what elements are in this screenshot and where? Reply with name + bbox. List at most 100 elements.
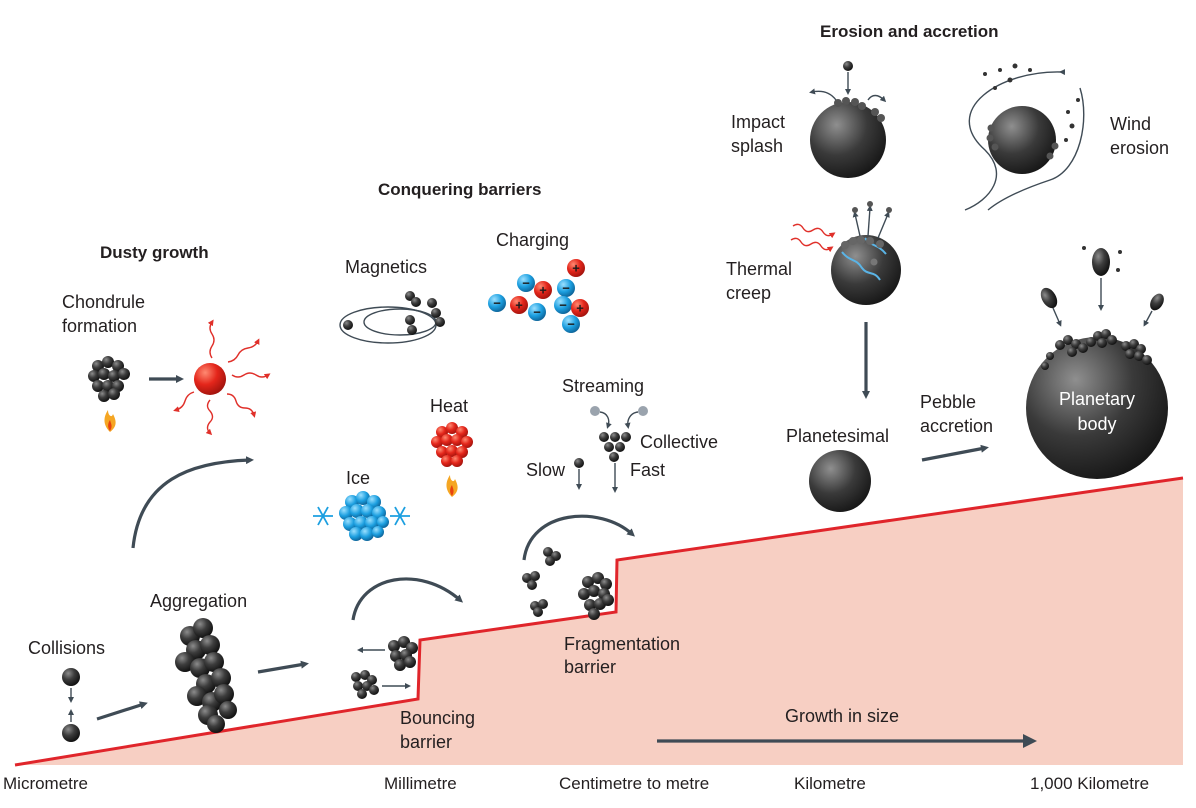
label-pebble-line2: accretion: [920, 416, 993, 436]
label-collisions: Collisions: [28, 638, 105, 658]
minus-sign: −: [562, 281, 570, 296]
pebble-particle: [1086, 337, 1096, 347]
arrow-over-bouncing: [351, 577, 464, 621]
heated-particle: [456, 446, 468, 458]
wind-erosion-icon: [964, 63, 1085, 211]
pebble-particle: [1107, 335, 1117, 345]
positive-charge-particle: [534, 281, 552, 299]
pebble-particle: [1134, 351, 1144, 361]
aggregate-particle: [207, 715, 225, 733]
fragment-particle: [530, 571, 540, 581]
label-impact-line2: splash: [731, 136, 783, 156]
pebble-particle: [1046, 352, 1054, 360]
precursor-particle: [118, 368, 130, 380]
label-wind-line2: erosion: [1110, 138, 1169, 158]
aggregate-particle: [200, 635, 220, 655]
label-heat: Heat: [430, 396, 468, 416]
heated-particle: [451, 455, 463, 467]
heading-dusty-growth: Dusty growth: [100, 243, 209, 262]
chondrule-precursor-cluster-icon: [88, 356, 130, 402]
heated-particle: [436, 446, 448, 458]
scale-millimetre: Millimetre: [384, 774, 457, 793]
label-pebble-line1: Pebble: [920, 392, 976, 412]
label-growth-in-size: Growth in size: [785, 706, 899, 726]
positive-charge-particle: [510, 296, 528, 314]
bouncing-particle: [360, 670, 370, 680]
heat-red-cluster-icon: [431, 422, 473, 467]
negative-charge-particle: [557, 279, 575, 297]
fragment-particle: [588, 608, 600, 620]
pebble-particle: [1055, 340, 1065, 350]
scale-1000-kilometre: 1,000 Kilometre: [1030, 774, 1149, 793]
bouncing-clusters-icon: [351, 636, 418, 699]
minus-sign: −: [493, 296, 501, 311]
bouncing-particle: [394, 659, 406, 671]
ice-particle: [361, 504, 375, 518]
heading-erosion-accretion: Erosion and accretion: [820, 22, 999, 41]
negative-charge-particle: [528, 303, 546, 321]
precursor-particle: [108, 388, 120, 400]
aggregate-particle: [204, 652, 224, 672]
ice-particle: [372, 526, 384, 538]
pebble-particle: [1129, 339, 1139, 349]
arrow-to-bouncing: [257, 660, 309, 674]
scale-micrometre: Micrometre: [3, 774, 88, 793]
heated-particle: [446, 422, 458, 434]
heated-particle: [451, 434, 463, 446]
label-wind-line1: Wind: [1110, 114, 1151, 134]
precursor-particle: [102, 356, 114, 368]
fragmentation-clusters-icon: [522, 547, 614, 620]
precursor-particle: [92, 380, 104, 392]
magnetics-icon: [339, 291, 445, 344]
fragment-particle: [545, 556, 555, 566]
plus-sign: +: [572, 261, 580, 276]
bouncing-particle: [353, 681, 363, 691]
ice-particle: [354, 516, 368, 530]
negative-charge-particle: [488, 294, 506, 312]
label-planetary-line1: Planetary: [1059, 389, 1135, 409]
minus-sign: −: [559, 298, 567, 313]
label-planetesimal: Planetesimal: [786, 426, 889, 446]
pebble-particle: [1097, 338, 1107, 348]
label-fragmentation-line2: barrier: [564, 657, 616, 677]
plus-sign: +: [539, 283, 547, 298]
fragment-particle: [522, 573, 532, 583]
fragment-particle: [527, 580, 537, 590]
arrow-to-planetary-body: [921, 444, 989, 462]
heated-particle: [441, 434, 453, 446]
arrow-over-fragmentation: [522, 514, 635, 561]
fragment-particle: [584, 599, 596, 611]
precursor-particle: [98, 390, 110, 402]
aggregation-cluster-icon: [175, 618, 237, 733]
label-chondrule-line1: Chondrule: [62, 292, 145, 312]
heated-particle: [446, 445, 458, 457]
ice-particle: [365, 516, 379, 530]
collisions-icon: [62, 668, 80, 742]
heated-particle: [461, 436, 473, 448]
label-charging: Charging: [496, 230, 569, 250]
fragment-particle: [578, 588, 590, 600]
charging-icon: −+−+−−+−+−: [488, 259, 589, 333]
snowflake-icon-right: [390, 506, 410, 526]
pebble-particle: [1078, 343, 1088, 353]
fragment-particle: [582, 576, 594, 588]
fragment-particle: [588, 585, 600, 597]
heat-flame-icon: [446, 475, 458, 497]
fragment-particle: [602, 594, 614, 606]
aggregate-particle: [193, 618, 213, 638]
minus-sign: −: [567, 317, 575, 332]
impact-splash-icon: [809, 61, 887, 178]
label-bouncing-line2: barrier: [400, 732, 452, 752]
thermal-creep-icon: [790, 201, 901, 305]
chondrule-icon: [194, 363, 226, 395]
fragment-particle: [533, 607, 543, 617]
label-slow: Slow: [526, 460, 566, 480]
label-aggregation: Aggregation: [150, 591, 247, 611]
bouncing-particle: [357, 689, 367, 699]
radiation-waves-icon: [173, 319, 271, 436]
aggregate-particle: [211, 668, 231, 688]
precursor-particle: [88, 370, 100, 382]
growth-ground-line: [14, 476, 1184, 767]
aggregate-particle: [175, 652, 195, 672]
